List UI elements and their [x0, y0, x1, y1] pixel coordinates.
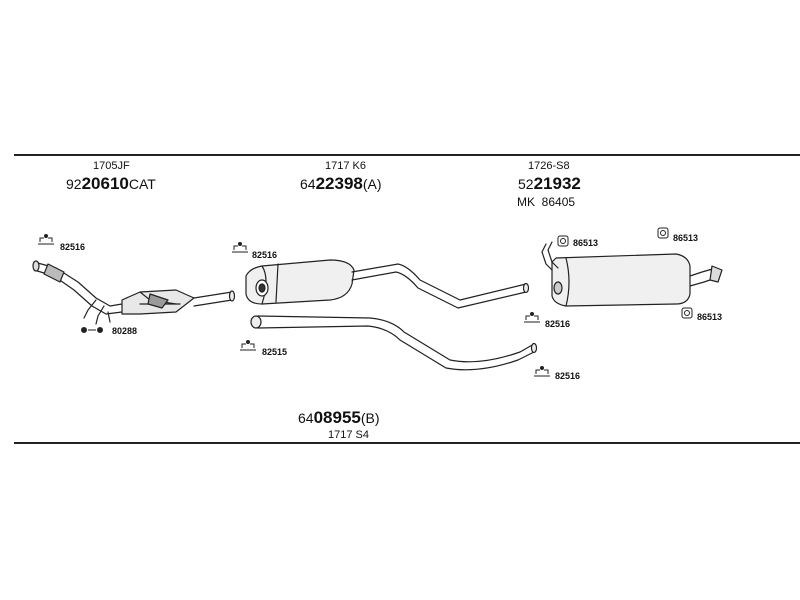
rear-code: 1726-S8 — [528, 160, 570, 172]
bottom-rule — [14, 442, 800, 444]
front-pipe-prefix: 64 — [298, 410, 314, 426]
middle-suffix: (A) — [362, 176, 382, 192]
middle-part-number: 6422398(A) — [300, 174, 382, 193]
clip-icon — [81, 327, 103, 333]
catalytic-converter-drawing — [32, 260, 236, 325]
clamp-icon — [534, 366, 550, 377]
front-pipe-drawing — [250, 315, 538, 371]
rear-prefix: 52 — [518, 176, 534, 192]
front-pipe-code: 1717 S4 — [328, 429, 369, 441]
middle-number: 22398 — [315, 174, 363, 193]
front-pipe-suffix: (B) — [360, 410, 380, 426]
middle-prefix: 64 — [300, 176, 316, 192]
part-label-clip-mid-right: 82516 — [545, 319, 571, 329]
rear-mk: MK 86405 — [517, 196, 575, 208]
rear-number: 21932 — [533, 174, 581, 193]
front-pipe-number: 08955 — [313, 408, 361, 427]
clamp-icon — [38, 234, 54, 245]
rear-mk-number: 86405 — [541, 195, 576, 209]
part-label-clip-mid-top: 82516 — [252, 250, 278, 260]
part-label-clip-pipe-right: 82516 — [555, 371, 581, 381]
part-label-hanger-3: 86513 — [697, 312, 723, 322]
rubber-hanger-icon — [557, 235, 569, 247]
part-label-hanger-2: 86513 — [673, 233, 699, 243]
cat-code: 1705JF — [93, 160, 130, 172]
top-rule — [14, 154, 800, 156]
part-label-clip-cat-top: 82516 — [60, 242, 86, 252]
front-pipe-part-number: 6408955(B) — [298, 408, 380, 427]
rear-part-number: 5221932 — [518, 174, 581, 193]
clamp-icon — [232, 242, 248, 253]
rear-mk-label: MK — [517, 195, 535, 209]
middle-code: 1717 K6 — [325, 160, 366, 172]
middle-silencer-drawing — [245, 259, 530, 309]
cat-part-number: 9220610CAT — [66, 174, 156, 193]
part-label-clip-cat-bottom: 80288 — [112, 326, 138, 336]
rubber-hanger-icon — [657, 227, 669, 239]
cat-number: 20610 — [81, 174, 129, 193]
clamp-icon — [240, 340, 256, 351]
rear-silencer-drawing — [541, 241, 723, 307]
rubber-hanger-icon — [681, 307, 693, 319]
part-label-hanger-1: 86513 — [573, 238, 599, 248]
cat-prefix: 92 — [66, 176, 82, 192]
clamp-icon — [524, 312, 540, 323]
part-label-clip-pipe-left: 82515 — [262, 347, 288, 357]
cat-suffix: CAT — [128, 176, 156, 192]
